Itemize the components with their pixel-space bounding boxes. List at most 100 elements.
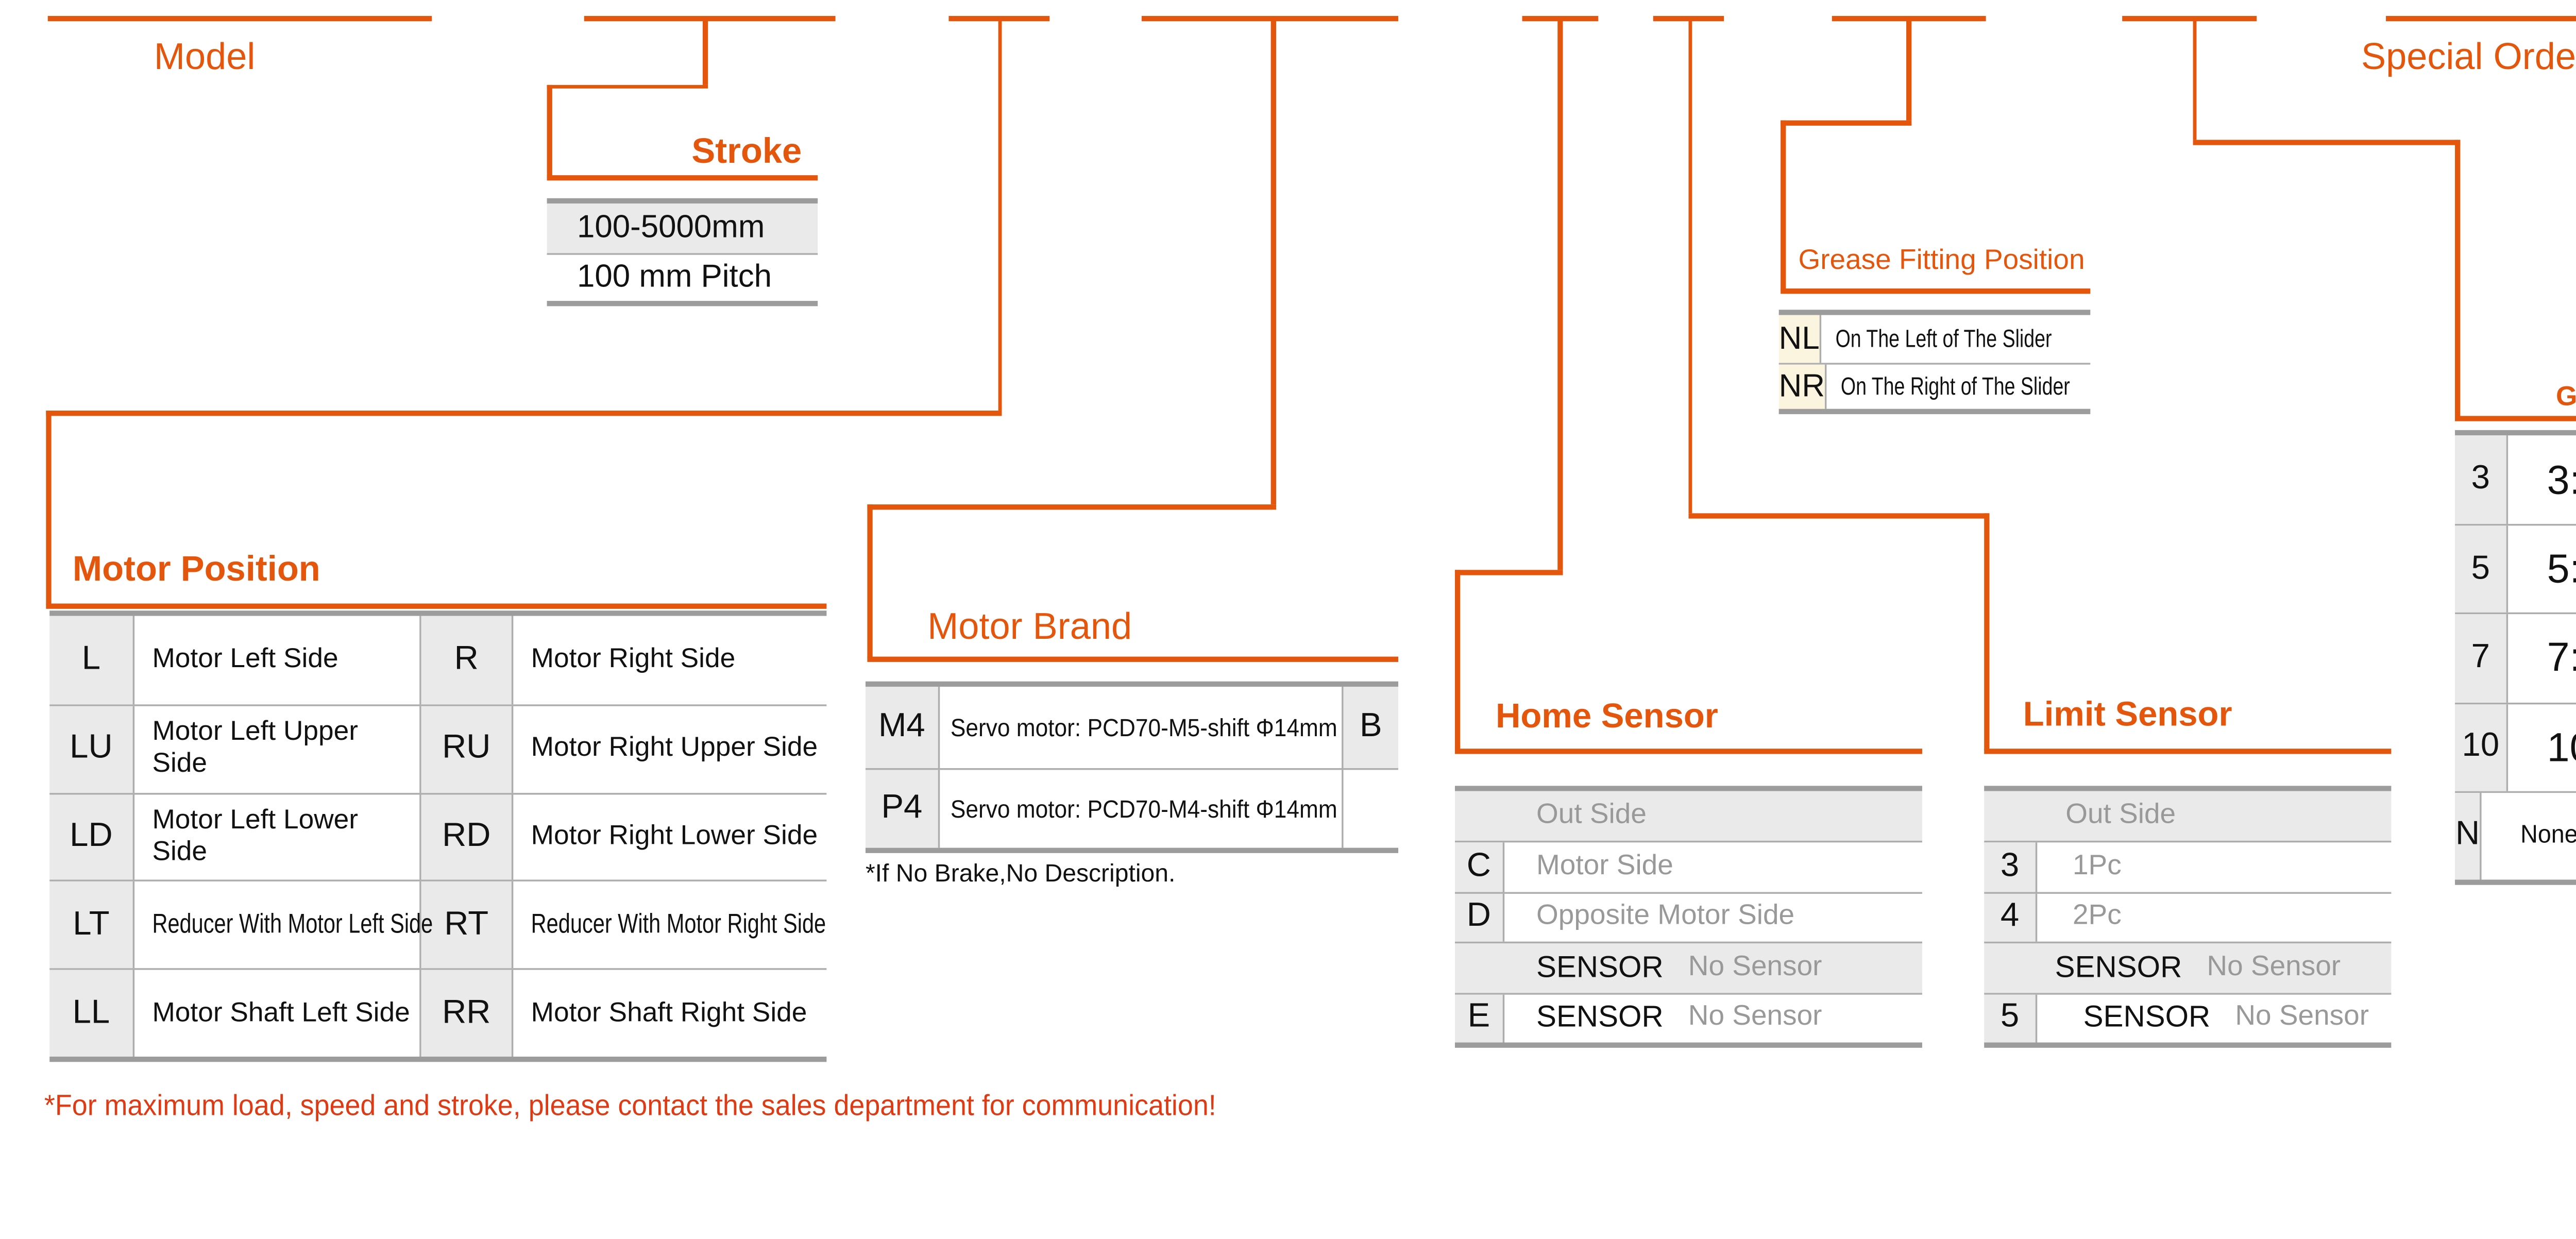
code-cell: RR — [421, 970, 514, 1057]
connector-motor-brand — [867, 504, 1276, 510]
desc-cell: None Gearbox Type — [2521, 822, 2576, 851]
table-row: 3 3:1 — [2455, 435, 2576, 524]
desc-cell: Motor Right Upper Side — [531, 733, 818, 763]
code-cell: NL — [1778, 315, 1822, 362]
connector-motor-position-underline — [46, 603, 827, 608]
connector-motor-brand — [1270, 19, 1276, 505]
code-cell: 3 — [2455, 435, 2509, 524]
connector-stroke — [547, 84, 707, 89]
desc-cell: Motor Left Side — [134, 616, 421, 704]
table-row: M4 Servo motor: PCD70-M5-shift Φ14mm B — [865, 686, 1399, 768]
code-cell: M4 — [865, 686, 940, 768]
code-cell: N — [2455, 792, 2482, 880]
desc-cell: 3:1 — [2547, 455, 2576, 502]
connector-stroke — [702, 19, 707, 85]
connector-grease-fitting — [1781, 120, 1911, 125]
limit-sensor-title: Limit Sensor — [2023, 695, 2232, 735]
desc-cell: 1Pc — [2072, 851, 2122, 882]
code-cell: 5 — [1984, 994, 2038, 1043]
desc-cell: 10:1 — [2547, 723, 2576, 770]
connector-motor-brand-underline — [867, 656, 1399, 661]
connector-home-sensor-underline — [1454, 749, 1922, 754]
table-row: LL Motor Shaft Left Side RR Motor Shaft … — [49, 968, 827, 1057]
gearbox-ratio-title: Gearbox Ratio — [2556, 382, 2576, 413]
code-cell: R — [421, 616, 514, 704]
connector-motor-brand — [867, 504, 872, 659]
stroke-table: 100-5000mm 100 mm Pitch — [547, 198, 818, 307]
desc-cell: Motor Shaft Right Side — [531, 997, 807, 1028]
table-row: NL On The Left of The Slider — [1778, 315, 2091, 362]
code-cell: 7 — [2455, 615, 2509, 702]
code-cell: L — [49, 616, 135, 704]
table-row: P4 Servo motor: PCD70-M4-shift Φ14mm — [865, 767, 1399, 848]
connector-gearbox — [2455, 140, 2460, 418]
code-bar-home-sensor — [1522, 15, 1599, 21]
desc-cell: 5:1 — [2547, 546, 2576, 592]
stroke-title: Stroke — [691, 132, 802, 172]
connector-motor-position — [46, 411, 51, 605]
table-row: Out Side — [1984, 791, 2392, 842]
special-order-title: Special Order No. — [2361, 37, 2576, 78]
table-row: LT Reducer With Motor Left Side RT Reduc… — [49, 880, 827, 969]
table-row: 7 7:1 — [2455, 613, 2576, 702]
connector-stroke — [547, 84, 552, 178]
desc-cell: Motor Shaft Left Side — [134, 970, 421, 1057]
code-bar-grease-fitting — [1832, 15, 1986, 21]
code-cell: E — [1454, 994, 1505, 1043]
code-cell: 10 — [2455, 703, 2509, 791]
desc-cell: On The Right of The Slider — [1840, 372, 2070, 401]
code-cell: 5 — [2455, 525, 2509, 613]
footnote: *For maximum load, speed and stroke, ple… — [44, 1090, 1216, 1123]
model-title: Model — [154, 37, 256, 78]
code-cell: C — [1454, 843, 1505, 892]
code-bar-motor-brand — [1141, 15, 1399, 21]
desc-cell: Motor Right Side — [531, 644, 736, 674]
code-bar-limit-sensor — [1653, 15, 1724, 21]
table-row: 5 5:1 — [2455, 524, 2576, 613]
connector-limit-sensor — [1687, 513, 1989, 518]
code-cell: 3 — [1984, 843, 2038, 892]
code-cell: LU — [49, 706, 135, 792]
code-cell: D — [1454, 893, 1505, 942]
table-row: D Opposite Motor Side — [1454, 891, 1922, 942]
code-bar-special-order — [2386, 15, 2576, 21]
connector-stroke-underline — [547, 175, 818, 180]
code-bar-motor-position — [948, 15, 1050, 21]
connector-limit-sensor-underline — [1984, 749, 2392, 754]
code-cell: RD — [421, 794, 514, 880]
brake-cell: B — [1343, 686, 1399, 768]
code-cell: LT — [49, 882, 135, 969]
desc-cell: 2Pc — [2072, 902, 2122, 932]
code-cell: RU — [421, 706, 514, 792]
desc-cell: Motor Left Upper Side — [134, 706, 421, 792]
desc-cell: Opposite Motor Side — [1536, 902, 1795, 932]
connector-grease-fitting — [1781, 120, 1786, 291]
connector-gearbox — [2192, 140, 2460, 145]
table-row: NR On The Right of The Slider — [1778, 362, 2091, 409]
connector-home-sensor — [1454, 570, 1563, 575]
code-cell: P4 — [865, 769, 940, 848]
home-sensor-title: Home Sensor — [1495, 697, 1718, 737]
connector-limit-sensor — [1687, 19, 1692, 514]
connector-grease-fitting-underline — [1781, 288, 2091, 293]
desc-cell: Servo motor: PCD70-M5-shift Φ14mm — [940, 686, 1344, 768]
desc-cell: Servo motor: PCD70-M4-shift Φ14mm — [940, 769, 1344, 848]
connector-gearbox — [2192, 19, 2197, 140]
connector-limit-sensor — [1984, 513, 1989, 751]
code-bar-model — [47, 15, 432, 21]
table-row: L Motor Left Side R Motor Right Side — [49, 616, 826, 704]
connector-grease-fitting — [1906, 19, 1911, 121]
code-cell: RT — [421, 882, 514, 969]
motor-brand-table: M4 Servo motor: PCD70-M5-shift Φ14mm B P… — [865, 681, 1399, 853]
table-row: 3 1Pc — [1984, 841, 2392, 892]
table-row: LD Motor Left Lower Side RD Motor Right … — [49, 792, 827, 880]
connector-motor-position — [46, 411, 1002, 415]
connector-gearbox-underline — [2455, 416, 2576, 421]
desc-cell: Motor Left Lower Side — [134, 794, 421, 880]
